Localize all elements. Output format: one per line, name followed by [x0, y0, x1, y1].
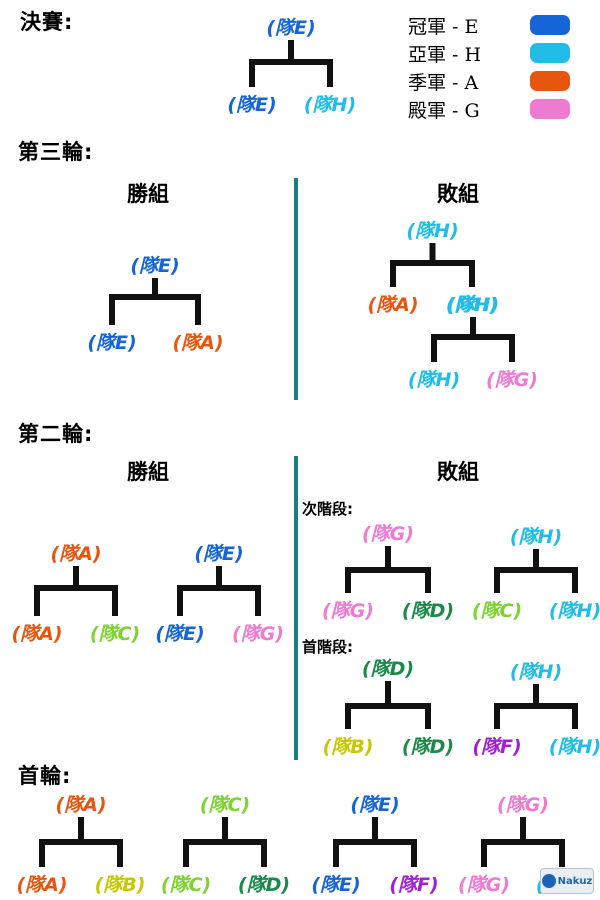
bracket-connector-r2l2_2	[494, 549, 578, 593]
legend-row-champion: 冠軍 - E	[408, 14, 570, 38]
team-label-right-r3w: (隊A)	[172, 332, 224, 354]
bracket-connector-r1_3	[333, 817, 417, 867]
team-label-right-r3l_a: (隊H)	[445, 294, 499, 316]
legend-swatch	[530, 15, 570, 35]
bracket-connector-r1_4	[481, 817, 565, 867]
watermark-badge: Nakuz	[540, 868, 594, 894]
legend-row-fourth: 殿軍 - G	[408, 98, 570, 122]
team-label-right-r2l1_1: (隊D)	[401, 736, 455, 758]
bracket-connector-r2w_1	[34, 566, 118, 616]
bracket-connector-r3w	[109, 278, 201, 325]
second-stage-title: 次階段:	[302, 500, 353, 518]
team-label-right-r2w_2: (隊G)	[232, 623, 284, 645]
team-label-winner-r3l_a: (隊H)	[406, 220, 459, 242]
team-label-left-r2w_2: (隊E)	[155, 623, 205, 645]
legend-swatch	[530, 43, 570, 63]
round2-loser-group-title: 敗組	[437, 460, 479, 484]
legend-swatch	[530, 71, 570, 91]
team-label-right-final: (隊H)	[303, 94, 357, 116]
team-label-left-r1_3: (隊E)	[311, 874, 361, 896]
bracket-connector-r3l_a	[390, 243, 475, 287]
team-label-winner-r2l2_2: (隊H)	[509, 526, 563, 548]
team-label-left-r1_1: (隊A)	[16, 874, 68, 896]
team-label-left-r3l_a: (隊A)	[367, 294, 419, 316]
team-label-left-r3l_b: (隊H)	[407, 369, 461, 391]
team-label-winner-r2l1_2: (隊H)	[509, 661, 563, 683]
legend-swatch	[530, 99, 570, 119]
team-label-right-r2l1_2: (隊H)	[548, 736, 600, 758]
watermark-logo-icon	[541, 874, 556, 888]
team-label-winner-r2w_2: (隊E)	[194, 543, 244, 565]
team-label-winner-r2l1_1: (隊D)	[361, 658, 415, 680]
bracket-connector-final	[249, 40, 333, 87]
watermark-text: Nakuz	[557, 875, 593, 887]
round3-divider	[294, 178, 298, 400]
legend-row-third: 季軍 - A	[408, 70, 570, 94]
team-label-winner-r3w: (隊E)	[130, 255, 180, 277]
team-label-winner-r2w_1: (隊A)	[50, 543, 102, 565]
round3-winner-group-title: 勝組	[127, 182, 169, 206]
team-label-winner-r3l_b: (隊H)	[446, 294, 500, 316]
round2-divider	[294, 456, 298, 760]
legend-label: 殿軍 - G	[408, 99, 480, 122]
team-label-left-r2w_1: (隊A)	[11, 623, 63, 645]
team-label-winner-r2l2_1: (隊G)	[362, 523, 414, 545]
team-label-left-r1_4: (隊G)	[458, 874, 510, 896]
team-label-right-r1_2: (隊D)	[237, 874, 291, 896]
team-label-right-r2w_1: (隊C)	[89, 623, 141, 645]
team-label-winner-r1_4: (隊G)	[497, 794, 549, 816]
section-final-title: 決賽:	[20, 10, 74, 34]
bracket-connector-r3l_b	[431, 317, 515, 362]
bracket-connector-r1_1	[39, 817, 123, 867]
team-label-left-r2l2_1: (隊G)	[322, 600, 374, 622]
round2-winner-group-title: 勝組	[127, 460, 169, 484]
team-label-right-r3l_b: (隊G)	[486, 369, 538, 391]
team-label-winner-r1_2: (隊C)	[199, 794, 251, 816]
team-label-right-r1_3: (隊F)	[389, 874, 439, 896]
section-round2-title: 第二輪:	[18, 422, 94, 446]
team-label-left-r2l1_1: (隊B)	[322, 736, 374, 758]
legend-label: 冠軍 - E	[408, 15, 479, 38]
legend-label: 亞軍 - H	[408, 43, 482, 66]
bracket-connector-r2l2_1	[345, 546, 431, 593]
team-label-winner-final: (隊E)	[266, 17, 316, 39]
team-label-right-r2l2_2: (隊H)	[548, 600, 600, 622]
bracket-connector-r2l1_2	[494, 684, 578, 729]
team-label-left-final: (隊E)	[227, 94, 277, 116]
team-label-left-r2l2_2: (隊C)	[471, 600, 523, 622]
team-label-winner-r1_3: (隊E)	[350, 794, 400, 816]
team-label-left-r1_2: (隊C)	[160, 874, 212, 896]
team-label-winner-r1_1: (隊A)	[55, 794, 107, 816]
team-label-right-r1_1: (隊B)	[94, 874, 146, 896]
legend-row-runner-up: 亞軍 - H	[408, 42, 570, 66]
legend-label: 季軍 - A	[408, 71, 479, 94]
bracket-connector-r2l1_1	[345, 681, 431, 729]
round3-loser-group-title: 敗組	[437, 182, 479, 206]
bracket-connector-r1_2	[183, 817, 267, 867]
first-stage-title: 首階段:	[302, 638, 353, 656]
section-round3-title: 第三輪:	[18, 140, 94, 164]
section-round1-title: 首輪:	[18, 764, 72, 788]
bracket-connector-r2w_2	[177, 566, 261, 616]
team-label-right-r2l2_1: (隊D)	[401, 600, 455, 622]
team-label-left-r3w: (隊E)	[87, 332, 137, 354]
team-label-left-r2l1_2: (隊F)	[472, 736, 522, 758]
